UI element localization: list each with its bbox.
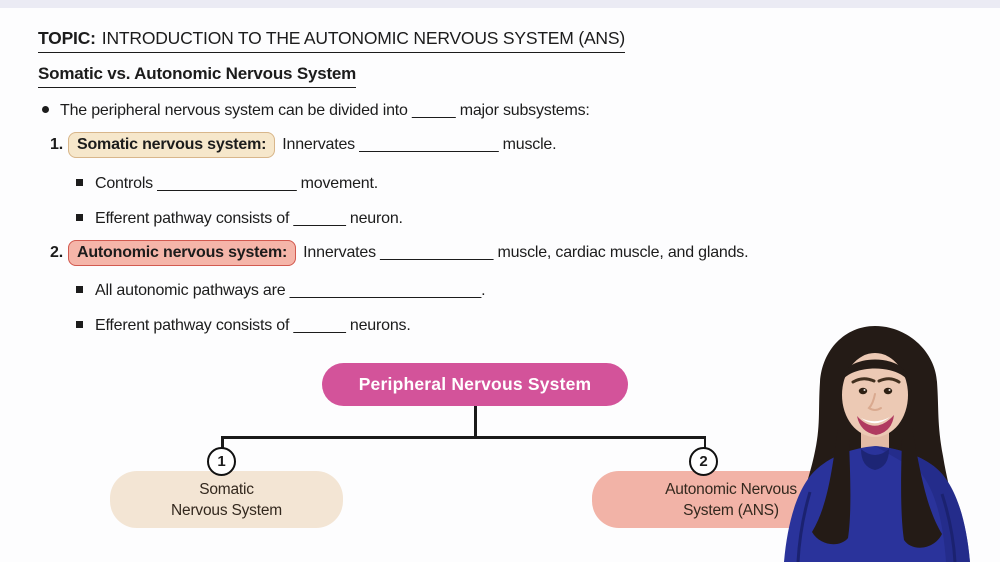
intro-bullet-text: The peripheral nervous system can be div… — [60, 102, 590, 119]
item-1-row: 1. Somatic nervous system: Innervates ____… — [50, 132, 557, 158]
autonomic-term-highlight: Autonomic nervous system: — [68, 240, 297, 266]
topic-heading: TOPIC:INTRODUCTION TO THE AUTONOMIC NERV… — [38, 28, 625, 53]
item-1-sub-1-row: Controls ________________ movement. — [76, 175, 378, 193]
ans-leaf-line2: System (ANS) — [683, 501, 779, 519]
section-subtitle: Somatic vs. Autonomic Nervous System — [38, 64, 356, 88]
somatic-term-highlight: Somatic nervous system: — [68, 132, 276, 158]
item-1-sub-2-text: Efferent pathway consists of ______ neur… — [95, 210, 403, 227]
ans-leaf-line1: Autonomic Nervous — [665, 480, 797, 498]
topic-title: INTRODUCTION TO THE AUTONOMIC NERVOUS SY… — [101, 28, 625, 48]
item-2-sub-2-row: Efferent pathway consists of ______ neur… — [76, 317, 411, 335]
connector-horizontal — [221, 436, 706, 439]
item-2-sub-1-row: All autonomic pathways are _____________… — [76, 282, 486, 300]
item-2-rest: Innervates _____________ muscle, cardiac… — [303, 244, 749, 261]
item-2-sub-2-text: Efferent pathway consists of ______ neur… — [95, 317, 411, 334]
bullet-square-icon — [76, 214, 83, 221]
intro-bullet-row: The peripheral nervous system can be div… — [42, 102, 590, 120]
item-2-sub-1-text: All autonomic pathways are _____________… — [95, 282, 486, 299]
item-1-rest: Innervates ________________ muscle. — [282, 136, 557, 153]
somatic-leaf-node: Somatic Nervous System — [110, 471, 343, 528]
bullet-square-icon — [76, 286, 83, 293]
connector-drop-left — [221, 436, 224, 449]
branch-1-number-badge: 1 — [207, 447, 236, 476]
presenter-webcam-overlay — [784, 326, 970, 562]
pns-root-node: Peripheral Nervous System — [322, 363, 628, 406]
branch-2-number-badge: 2 — [689, 447, 718, 476]
connector-drop-right — [703, 436, 706, 449]
somatic-leaf-line1: Somatic — [199, 480, 254, 498]
item-1-number: 1. — [50, 136, 63, 153]
somatic-leaf-line2: Nervous System — [171, 501, 282, 519]
item-1-sub-2-row: Efferent pathway consists of ______ neur… — [76, 210, 403, 228]
connector-stem — [474, 406, 477, 437]
item-2-number: 2. — [50, 244, 63, 261]
top-strip — [0, 0, 1000, 8]
bullet-dot-icon — [42, 106, 49, 113]
topic-label: TOPIC: — [38, 28, 96, 48]
item-1-sub-1-text: Controls ________________ movement. — [95, 175, 378, 192]
bullet-square-icon — [76, 321, 83, 328]
item-2-row: 2. Autonomic nervous system: Innervates __… — [50, 240, 749, 266]
bullet-square-icon — [76, 179, 83, 186]
